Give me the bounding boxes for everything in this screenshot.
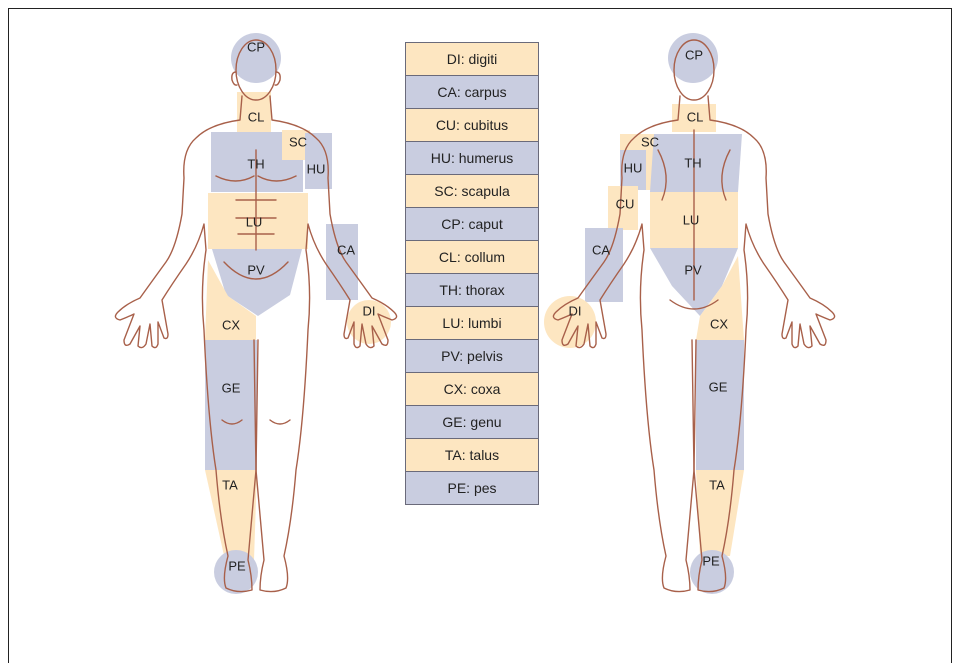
front-label-hu: HU	[307, 161, 326, 176]
back-label-cl: CL	[687, 109, 704, 124]
back-label-di: DI	[569, 303, 582, 318]
front-label-di: DI	[363, 303, 376, 318]
front-label-sc: SC	[289, 134, 307, 149]
legend-row: CL: collum	[405, 240, 539, 274]
front-label-lu: LU	[246, 214, 263, 229]
back-label-pe: PE	[702, 553, 720, 568]
legend-row: SC: scapula	[405, 174, 539, 208]
legend-row: CP: caput	[405, 207, 539, 241]
legend-row: PV: pelvis	[405, 339, 539, 373]
back-label-pv: PV	[684, 262, 702, 277]
legend-row: CU: cubitus	[405, 108, 539, 142]
back-label-sc: SC	[641, 134, 659, 149]
legend-row: TH: thorax	[405, 273, 539, 307]
back-label-ta: TA	[709, 477, 725, 492]
front-label-cl: CL	[248, 109, 265, 124]
front-label-pv: PV	[247, 262, 265, 277]
front-label-ge: GE	[222, 380, 241, 395]
front-label-ta: TA	[222, 477, 238, 492]
legend-row: TA: talus	[405, 438, 539, 472]
back-label-th: TH	[684, 155, 701, 170]
legend-row: GE: genu	[405, 405, 539, 439]
legend-row: PE: pes	[405, 471, 539, 505]
legend-row: DI: digiti	[405, 42, 539, 76]
front-label-ca: CA	[337, 242, 355, 257]
front-label-th: TH	[247, 156, 264, 171]
back-label-cu: CU	[616, 196, 635, 211]
back-label-cp: CP	[685, 47, 703, 62]
back-region-carpus	[585, 228, 623, 302]
back-label-ge: GE	[709, 379, 728, 394]
front-label-cx: CX	[222, 317, 240, 332]
front-label-cp: CP	[247, 39, 265, 54]
legend-row: HU: humerus	[405, 141, 539, 175]
legend-row: CX: coxa	[405, 372, 539, 406]
legend-row: LU: lumbi	[405, 306, 539, 340]
back-label-lu: LU	[683, 212, 700, 227]
back-label-cx: CX	[710, 316, 728, 331]
back-label-hu: HU	[624, 160, 643, 175]
front-label-pe: PE	[228, 558, 246, 573]
legend-row: CA: carpus	[405, 75, 539, 109]
back-label-ca: CA	[592, 242, 610, 257]
